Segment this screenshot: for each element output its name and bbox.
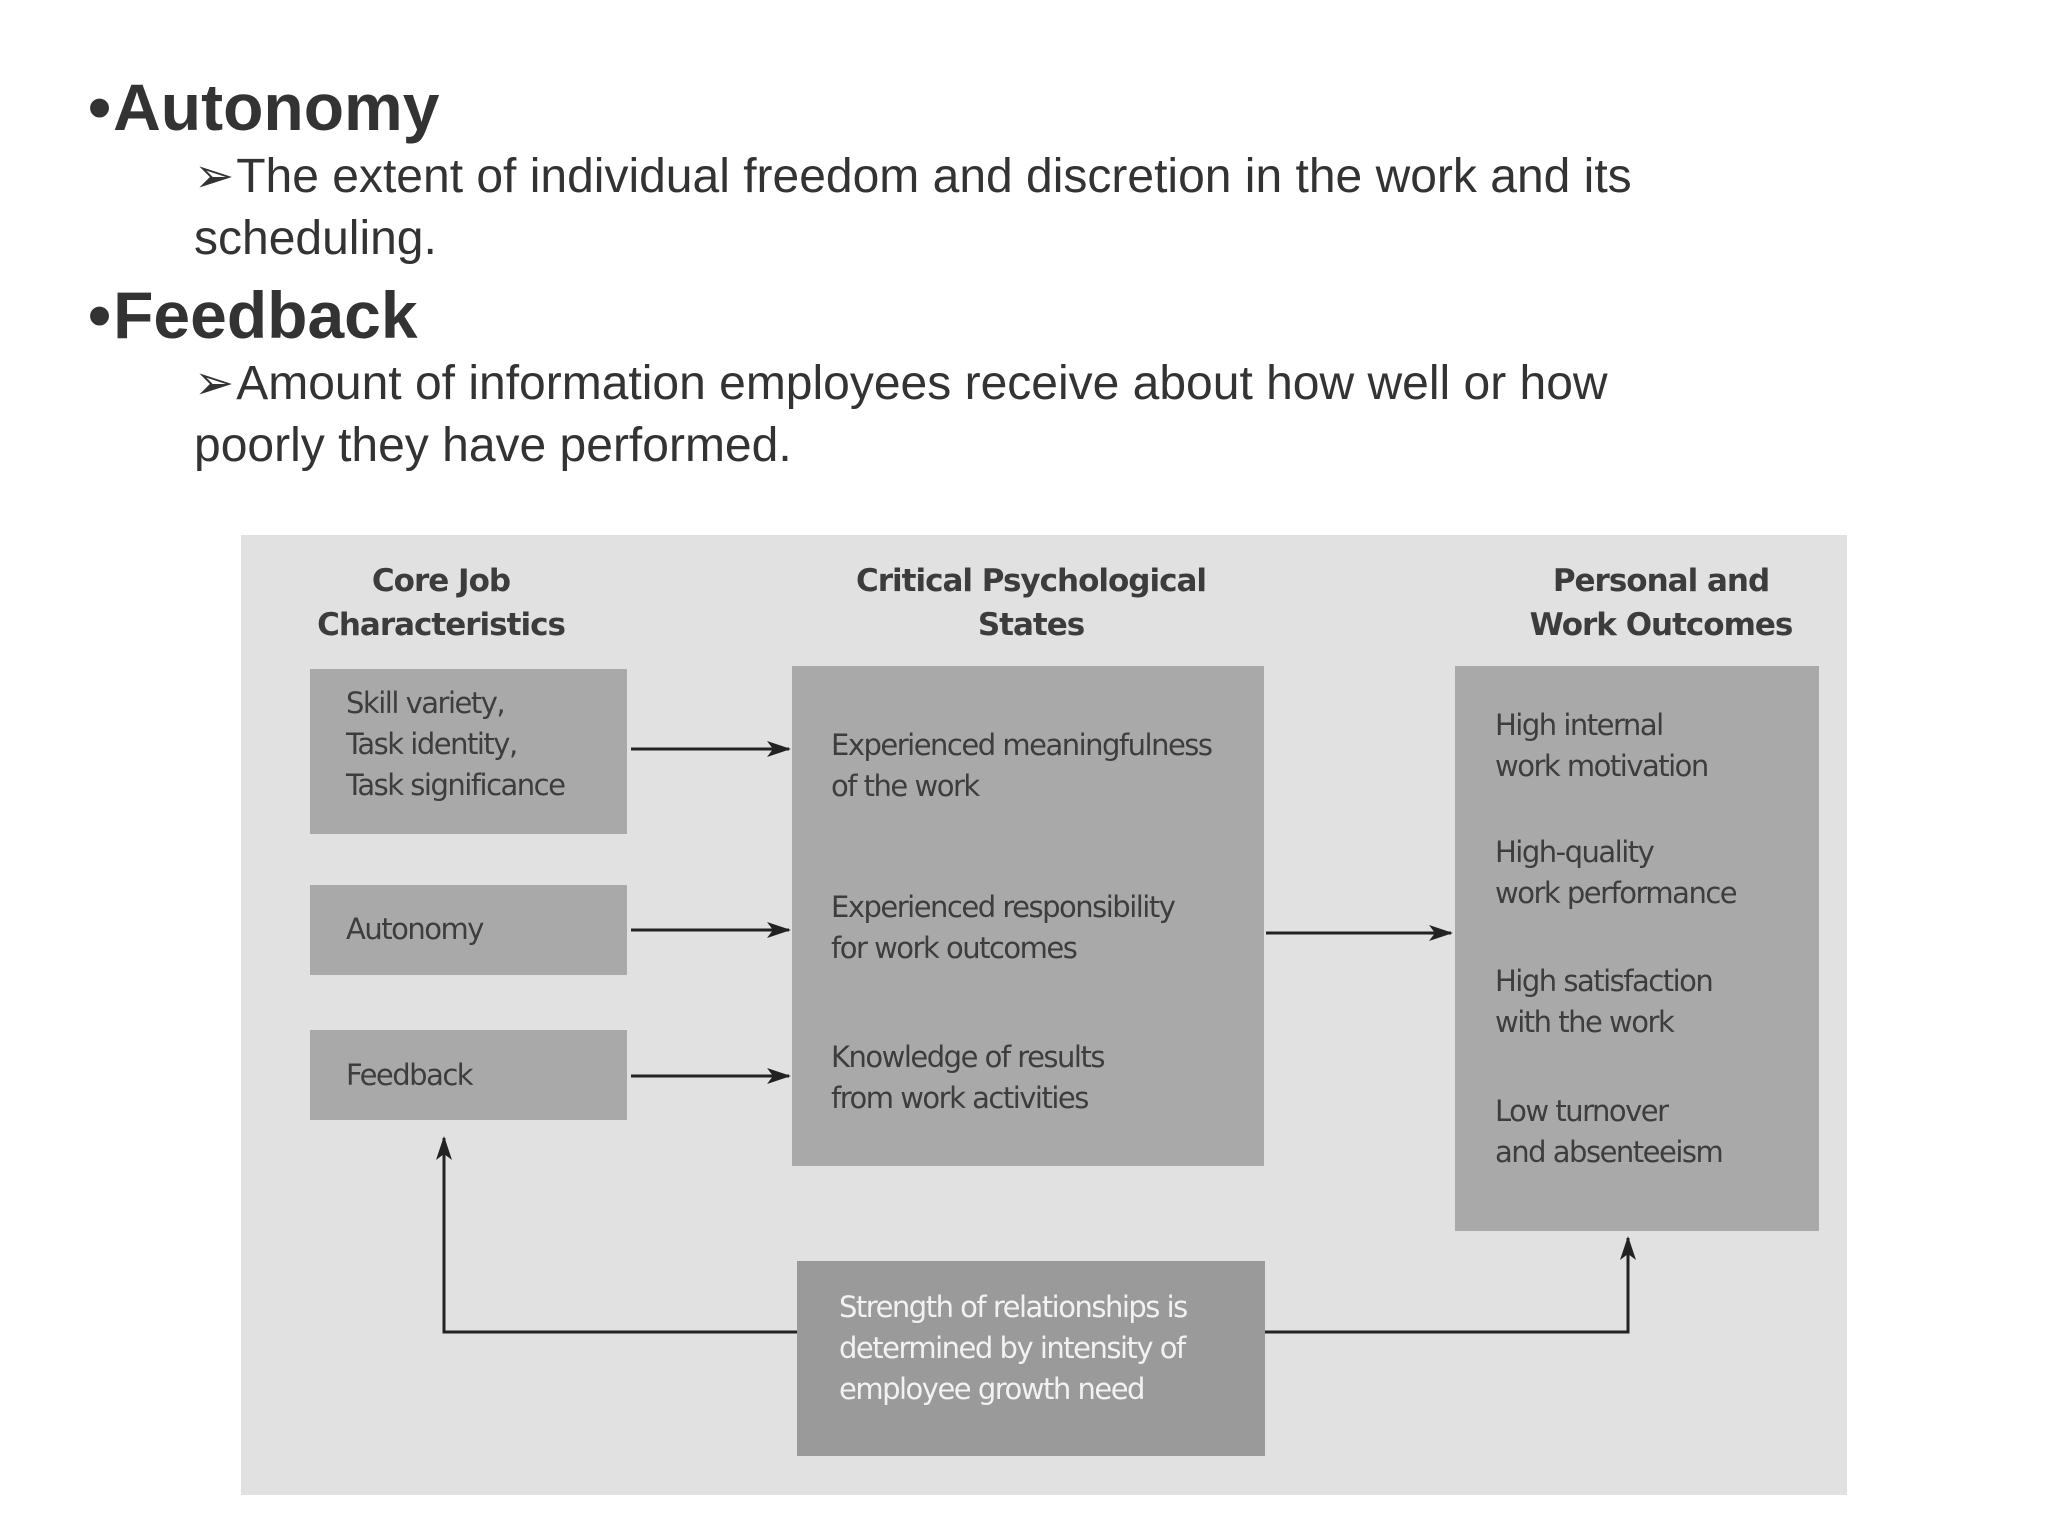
core-box-skills-text: Skill variety, Task identity, Task signi…: [346, 683, 566, 806]
outcome-motivation-line2: work motivation: [1495, 749, 1709, 783]
core-box-skills-line1: Skill variety,: [346, 686, 506, 720]
sub-bullet-arrow-icon: ➢: [194, 150, 235, 203]
arrow-moderator-to-outcomes: [1265, 1236, 1636, 1334]
bullet-dot: •: [88, 278, 112, 352]
moderator-line3: employee growth need: [839, 1372, 1145, 1406]
diagram-arrows: [436, 741, 1636, 1334]
outcome-motivation-line1: High internal: [1495, 708, 1664, 742]
core-box-autonomy-text: Autonomy: [346, 909, 484, 950]
outcome-satisfaction: High satisfaction with the work: [1495, 961, 1714, 1043]
core-box-feedback-text: Feedback: [346, 1055, 474, 1096]
moderator-box: [797, 1261, 1265, 1456]
moderator-line2: determined by intensity of: [839, 1331, 1186, 1365]
states-box: [792, 666, 1264, 1166]
state-responsibility-line2: for work outcomes: [831, 931, 1078, 965]
moderator-line1: Strength of relationships is: [839, 1290, 1188, 1324]
heading-feedback-label: Feedback: [113, 278, 418, 352]
job-characteristics-diagram: Core Job Characteristics Critical Psycho…: [241, 535, 1847, 1495]
outcome-turnover-line2: and absenteeism: [1495, 1135, 1724, 1169]
core-box-feedback: [310, 1030, 627, 1120]
autonomy-description-line2: scheduling.: [194, 212, 437, 265]
bullet-dot: •: [88, 70, 112, 144]
feedback-description: ➢Amount of information employees receive…: [194, 353, 1814, 477]
outcomes-box: [1455, 666, 1819, 1231]
core-box-skills-line3: Task significance: [346, 768, 566, 802]
heading-autonomy-label: Autonomy: [113, 70, 440, 144]
core-box-skills-line2: Task identity,: [346, 727, 518, 761]
core-box-autonomy: [310, 885, 627, 975]
outcome-motivation: High internal work motivation: [1495, 705, 1709, 787]
state-meaningfulness-line1: Experienced meaningfulness: [831, 728, 1213, 762]
state-knowledge-line2: from work activities: [831, 1081, 1089, 1115]
outcome-turnover-line1: Low turnover: [1495, 1094, 1669, 1128]
outcome-performance-line2: work performance: [1495, 876, 1738, 910]
moderator-text: Strength of relationships is determined …: [839, 1287, 1188, 1410]
state-meaningfulness-line2: of the work: [831, 769, 980, 803]
column-title-states: Critical Psychological States: [801, 559, 1261, 647]
outcome-performance-line1: High-quality: [1495, 835, 1655, 869]
column-title-states-line2: States: [977, 607, 1085, 643]
column-title-core-line2: Characteristics: [317, 607, 566, 643]
sub-bullet-arrow-icon: ➢: [194, 357, 235, 410]
autonomy-description-line1: The extent of individual freedom and dis…: [236, 150, 1632, 203]
arrow-moderator-to-core: [436, 1136, 797, 1334]
column-title-outcomes-line2: Work Outcomes: [1529, 607, 1794, 643]
feedback-description-line2: poorly they have performed.: [194, 419, 792, 472]
outcome-satisfaction-line2: with the work: [1495, 1005, 1675, 1039]
state-meaningfulness: Experienced meaningfulness of the work: [831, 725, 1213, 807]
heading-autonomy: •Autonomy: [88, 74, 439, 140]
heading-feedback: •Feedback: [88, 282, 418, 348]
column-title-core: Core Job Characteristics: [301, 559, 581, 647]
state-responsibility: Experienced responsibility for work outc…: [831, 887, 1176, 969]
feedback-description-line1: Amount of information employees receive …: [236, 357, 1608, 410]
outcome-performance: High-quality work performance: [1495, 832, 1738, 914]
core-box-autonomy-label: Autonomy: [346, 912, 484, 946]
column-title-outcomes: Personal and Work Outcomes: [1511, 559, 1811, 647]
state-responsibility-line1: Experienced responsibility: [831, 890, 1176, 924]
column-title-states-line1: Critical Psychological: [855, 563, 1207, 599]
autonomy-description: ➢The extent of individual freedom and di…: [194, 146, 1814, 270]
state-knowledge: Knowledge of results from work activitie…: [831, 1037, 1105, 1119]
outcome-turnover: Low turnover and absenteeism: [1495, 1091, 1724, 1173]
column-title-core-line1: Core Job: [371, 563, 511, 599]
core-box-feedback-label: Feedback: [346, 1058, 474, 1092]
outcome-satisfaction-line1: High satisfaction: [1495, 964, 1714, 998]
state-knowledge-line1: Knowledge of results: [831, 1040, 1105, 1074]
core-box-skills: [310, 669, 627, 834]
column-title-outcomes-line1: Personal and: [1552, 563, 1770, 599]
